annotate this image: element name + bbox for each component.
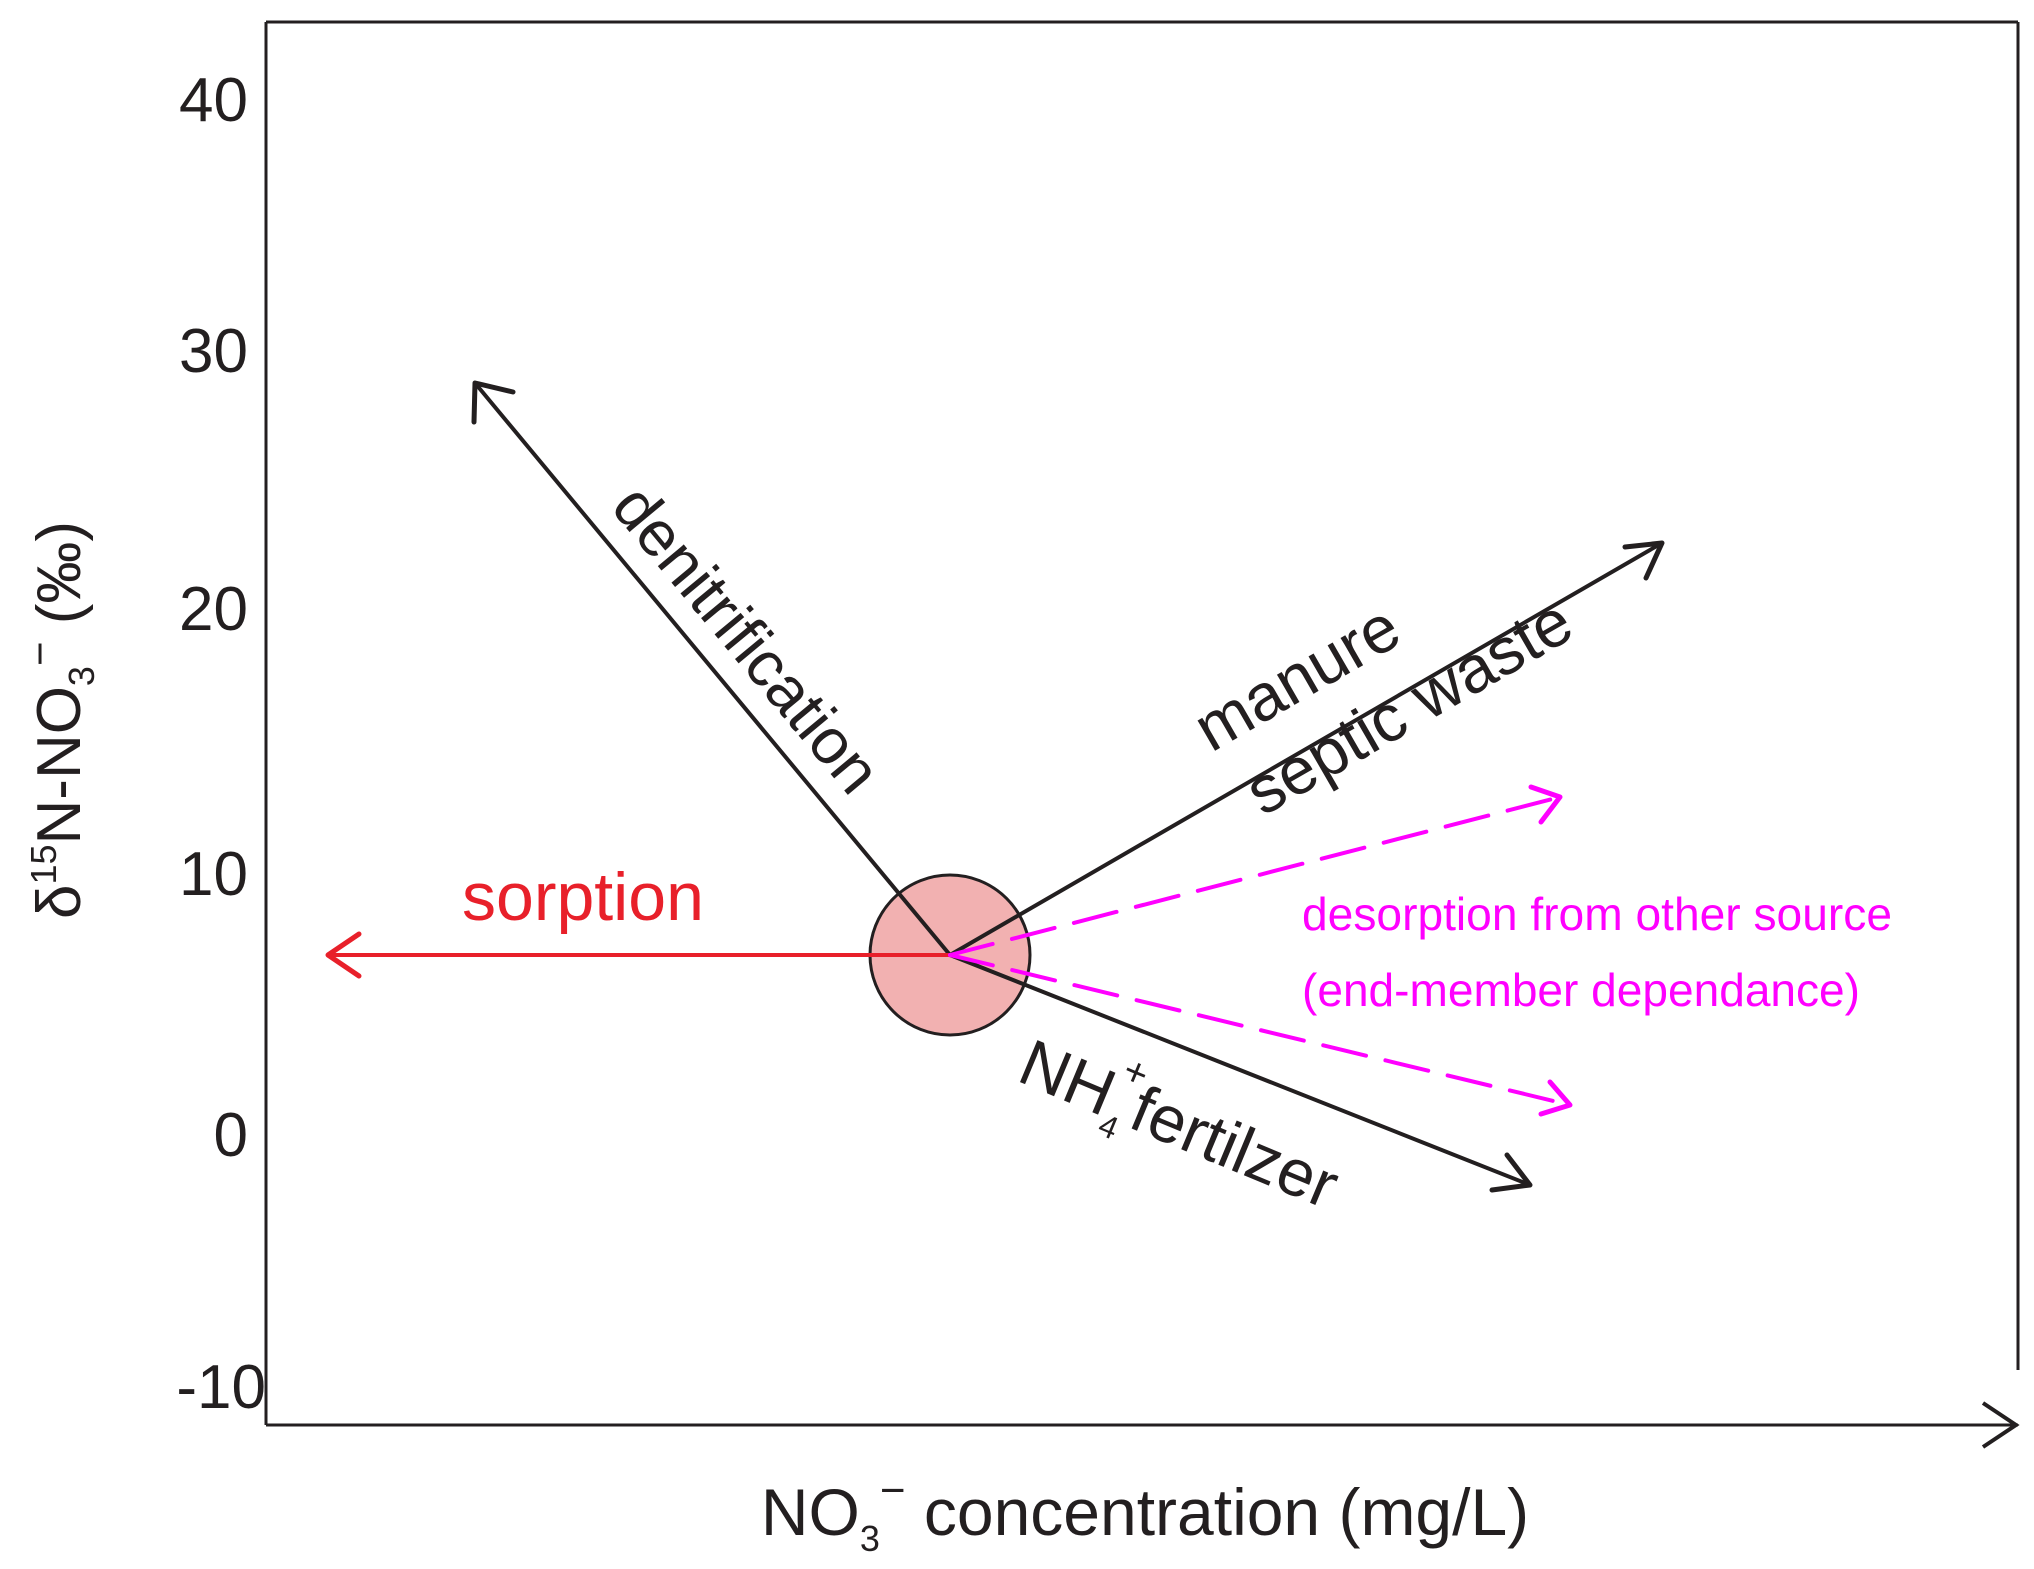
plot-frame — [264, 20, 2020, 1449]
y-title-unit: (‰) — [25, 521, 94, 642]
x-title-main: NO — [761, 1475, 860, 1549]
nh4-fertilizer-label: NH4+fertilzer — [1005, 1011, 1354, 1233]
y-tick-labels: 40 30 20 10 0 -10 — [176, 66, 266, 1422]
y-title-sub: 3 — [61, 666, 102, 686]
x-title-sub: 3 — [860, 1518, 880, 1559]
x-title-sup: − — [880, 1466, 906, 1515]
denitrification-arrowhead — [471, 380, 516, 425]
process-labels: denitrification manure septic waste sorp… — [462, 471, 1892, 1233]
desorption-lower-arrow-line — [948, 953, 1572, 1107]
y-title-main: N-NO — [25, 686, 94, 844]
y-tick-label: 40 — [179, 66, 248, 135]
nh4-label-rest: fertilzer — [1121, 1071, 1349, 1222]
desorption-label-line2: (end-member dependance) — [1302, 964, 1860, 1016]
y-title-mass: 15 — [23, 844, 64, 884]
x-axis-title: NO3− concentration (mg/L) — [761, 1466, 1529, 1559]
x-axis-arrowhead — [1981, 1401, 2020, 1449]
nh4-arrowhead — [1489, 1152, 1533, 1193]
y-tick-label: 10 — [179, 840, 248, 909]
desorption-upper-arrowhead — [1528, 784, 1563, 825]
desorption-upper-arrow-line — [948, 795, 1562, 957]
desorption-label-line1: desorption from other source — [1302, 888, 1892, 940]
desorption-lower-arrowhead — [1538, 1079, 1573, 1117]
nh4-arrow-line — [948, 953, 1532, 1187]
x-title-rest: concentration (mg/L) — [906, 1475, 1530, 1549]
y-tick-label: 30 — [179, 317, 248, 386]
denitrification-label: denitrification — [599, 471, 895, 807]
y-tick-label: -10 — [176, 1353, 266, 1422]
sorption-arrowhead — [325, 931, 362, 979]
y-title-sup: − — [16, 641, 63, 666]
y-tick-label: 20 — [179, 575, 248, 644]
process-arrows — [325, 380, 1665, 1193]
denitrification-arrow-line — [473, 381, 952, 957]
y-tick-label: 0 — [214, 1101, 248, 1170]
manure-arrow-line — [948, 541, 1664, 957]
sorption-label: sorption — [462, 859, 704, 935]
manure-arrowhead — [1622, 540, 1665, 581]
y-axis-title: δ15N-NO3− (‰) — [16, 521, 102, 919]
y-title-delta: δ — [25, 885, 94, 920]
